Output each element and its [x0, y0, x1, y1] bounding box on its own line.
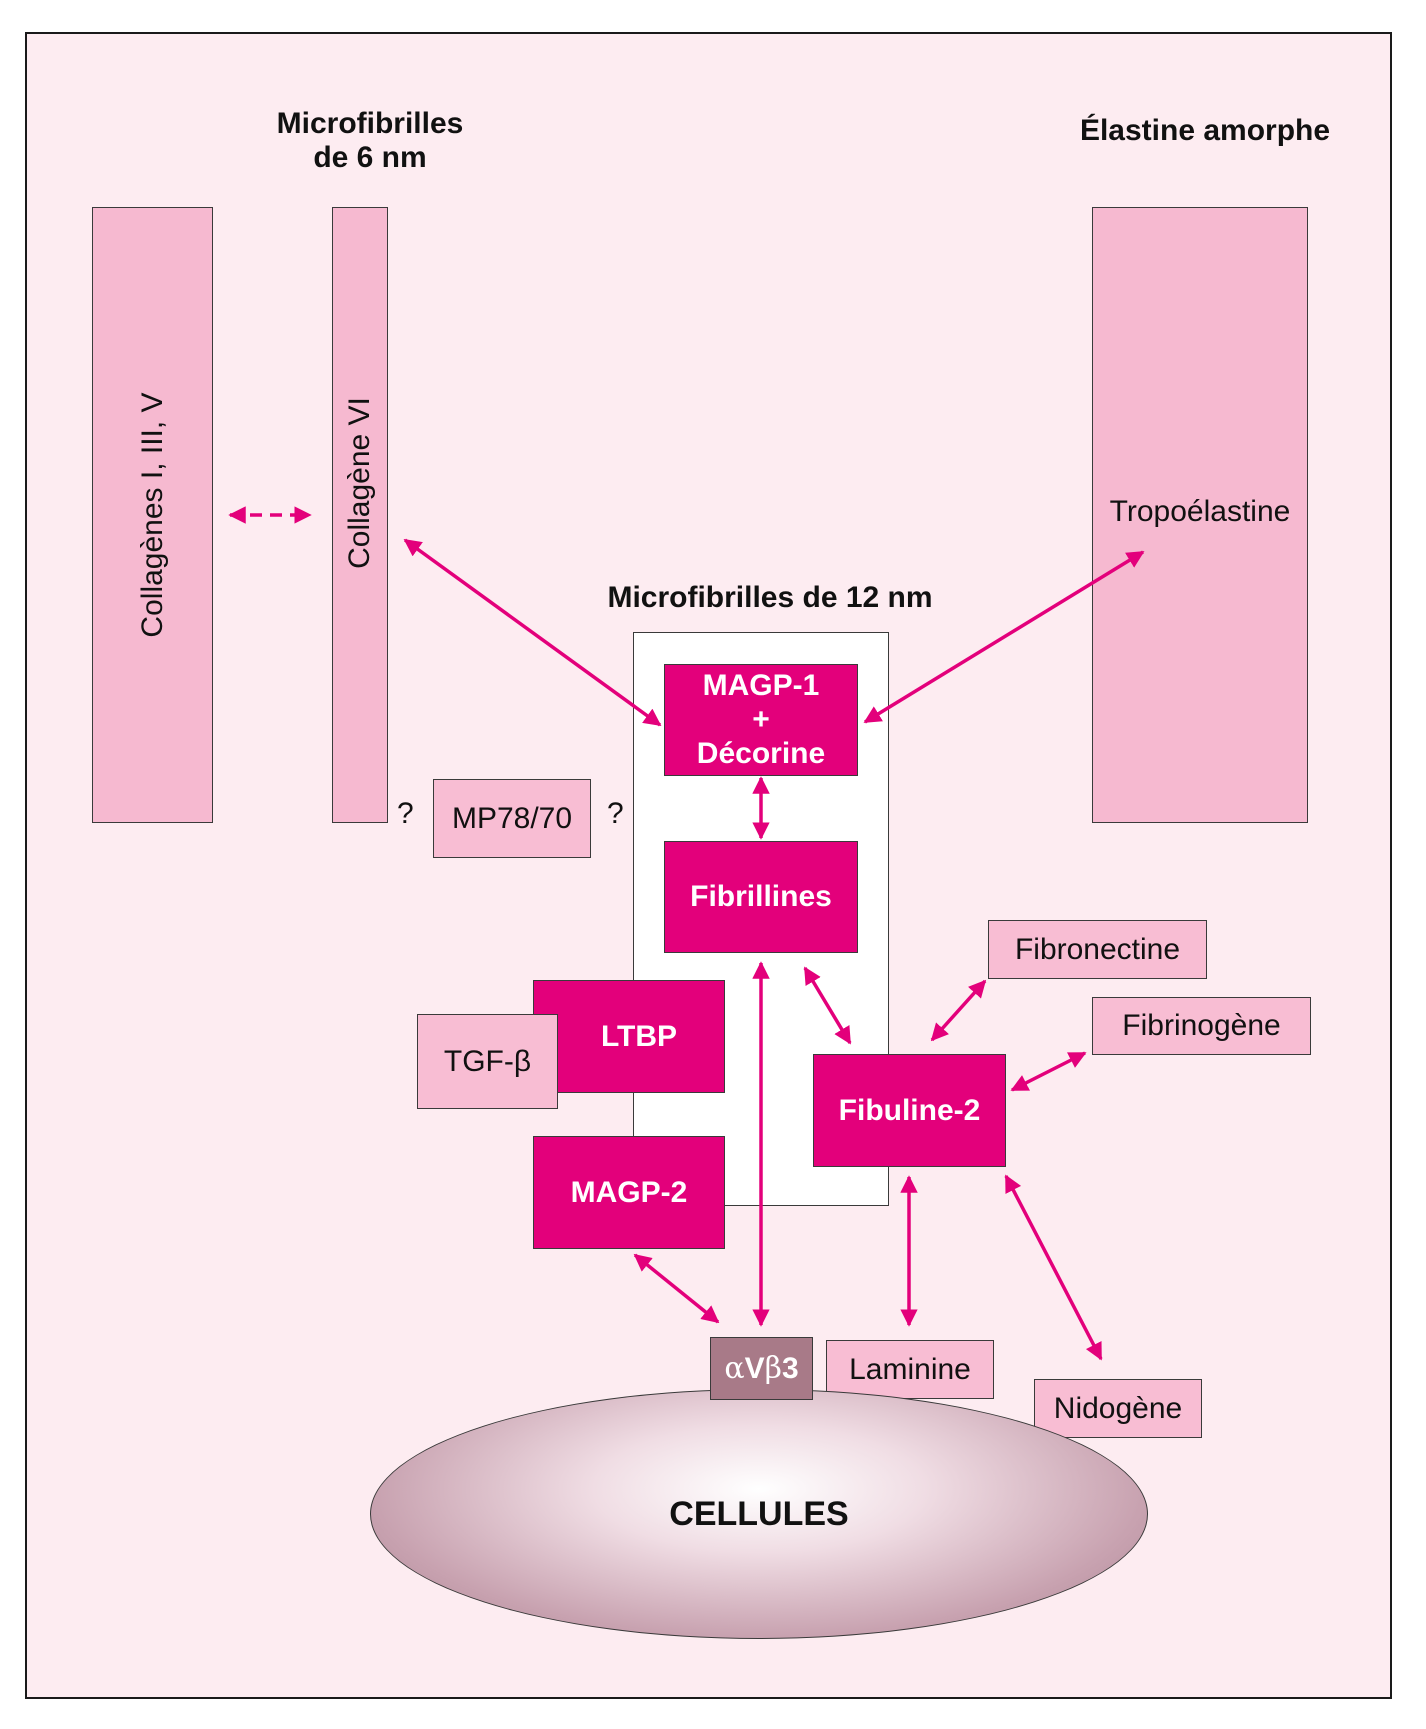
avb3-beta: β: [764, 1351, 782, 1386]
heading-microfibrilles-6nm: Microfibrilles de 6 nm: [250, 107, 490, 175]
magp1-line1: MAGP-1: [702, 669, 820, 702]
magp1-decorine-box: MAGP-1 + Décorine: [664, 664, 858, 776]
tropoelastine-label: Tropoélastine: [1109, 495, 1291, 528]
magp1-line2: +: [752, 703, 770, 736]
heading-microfibrilles-6nm-line1: Microfibrilles: [276, 107, 464, 140]
cells-label: CELLULES: [669, 1494, 849, 1533]
arrow-fibuline2-nidogene: [1004, 1174, 1103, 1361]
collagene-vi-bar: Collagène VI: [332, 207, 388, 823]
fibronectine-box: Fibronectine: [988, 920, 1207, 979]
arrow-magp2-avb3: [633, 1253, 720, 1324]
fibrinogene-box: Fibrinogène: [1092, 997, 1311, 1055]
heading-microfibrilles-6nm-line2: de 6 nm: [313, 141, 427, 174]
fibrillines-box: Fibrillines: [664, 841, 858, 953]
laminine-box: Laminine: [826, 1340, 994, 1399]
mp78-70-box: MP78/70: [433, 779, 591, 858]
heading-elastine-amorphe: Élastine amorphe: [1079, 114, 1331, 147]
avb3-alpha: α: [724, 1351, 745, 1386]
arrow-tropoelastine-magp1: [863, 550, 1145, 724]
cells-ellipse: CELLULES: [370, 1389, 1148, 1639]
fibuline2-box: Fibuline-2: [813, 1054, 1006, 1167]
magp1-line3: Décorine: [696, 737, 826, 770]
avb3-3: 3: [781, 1351, 799, 1385]
ltbp-label: LTBP: [600, 1019, 678, 1053]
arrow-collagene-vi-magp1: [403, 538, 662, 727]
avb3-v: V: [744, 1351, 765, 1385]
tgf-beta-box: TGF-β: [417, 1014, 558, 1109]
arrow-fibronectine-fibuline2: [930, 979, 987, 1042]
magp2-box: MAGP-2: [533, 1136, 725, 1249]
arrow-fibrinogene-fibuline2: [1010, 1051, 1087, 1092]
nidogene-box: Nidogène: [1034, 1379, 1202, 1438]
question-mark-left: ?: [397, 797, 414, 830]
question-mark-right: ?: [607, 797, 624, 830]
arrow-fibrillines-fibuline2: [803, 966, 852, 1045]
collagenes-bar: Collagènes I, III, V: [92, 207, 213, 823]
